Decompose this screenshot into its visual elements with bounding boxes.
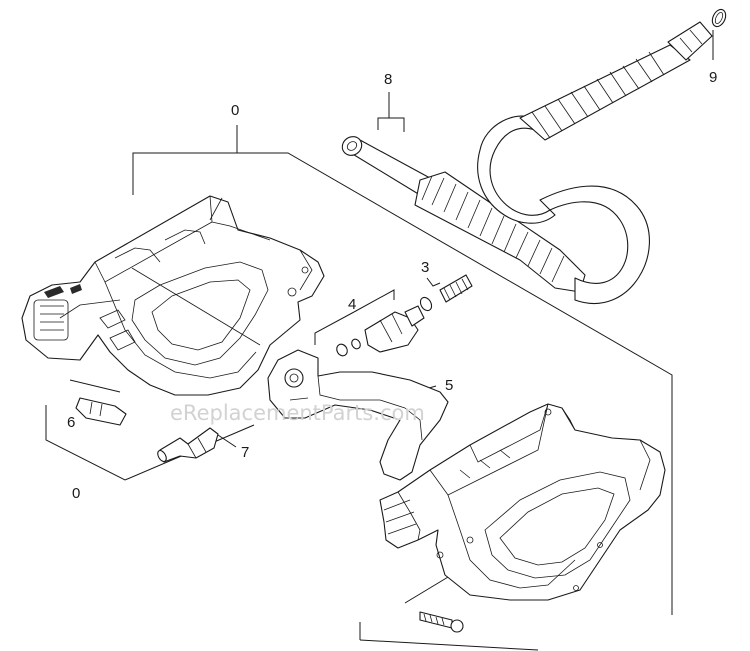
leader-lines <box>45 30 714 651</box>
callout-0-bottom: 0 <box>72 485 80 502</box>
trigger-lever <box>267 349 449 481</box>
retainer-clip-6 <box>75 397 127 426</box>
housing-half-upper <box>21 195 325 396</box>
valve-insert-4 <box>336 305 425 357</box>
callout-8: 8 <box>384 71 392 88</box>
callout-0-top: 0 <box>231 102 239 119</box>
callout-6: 6 <box>67 414 75 431</box>
hose-assembly <box>341 21 713 304</box>
callout-7: 7 <box>241 444 249 461</box>
callout-9: 9 <box>709 69 717 86</box>
callout-3: 3 <box>421 259 429 276</box>
housing-half-lower <box>379 403 666 601</box>
callout-4: 4 <box>348 296 356 313</box>
watermark: eReplacementParts.com <box>170 401 425 425</box>
spring-3 <box>419 274 473 312</box>
o-ring-9 <box>711 8 727 28</box>
screw <box>419 611 464 633</box>
nozzle-pin-7 <box>157 427 219 463</box>
callout-5: 5 <box>445 377 453 394</box>
